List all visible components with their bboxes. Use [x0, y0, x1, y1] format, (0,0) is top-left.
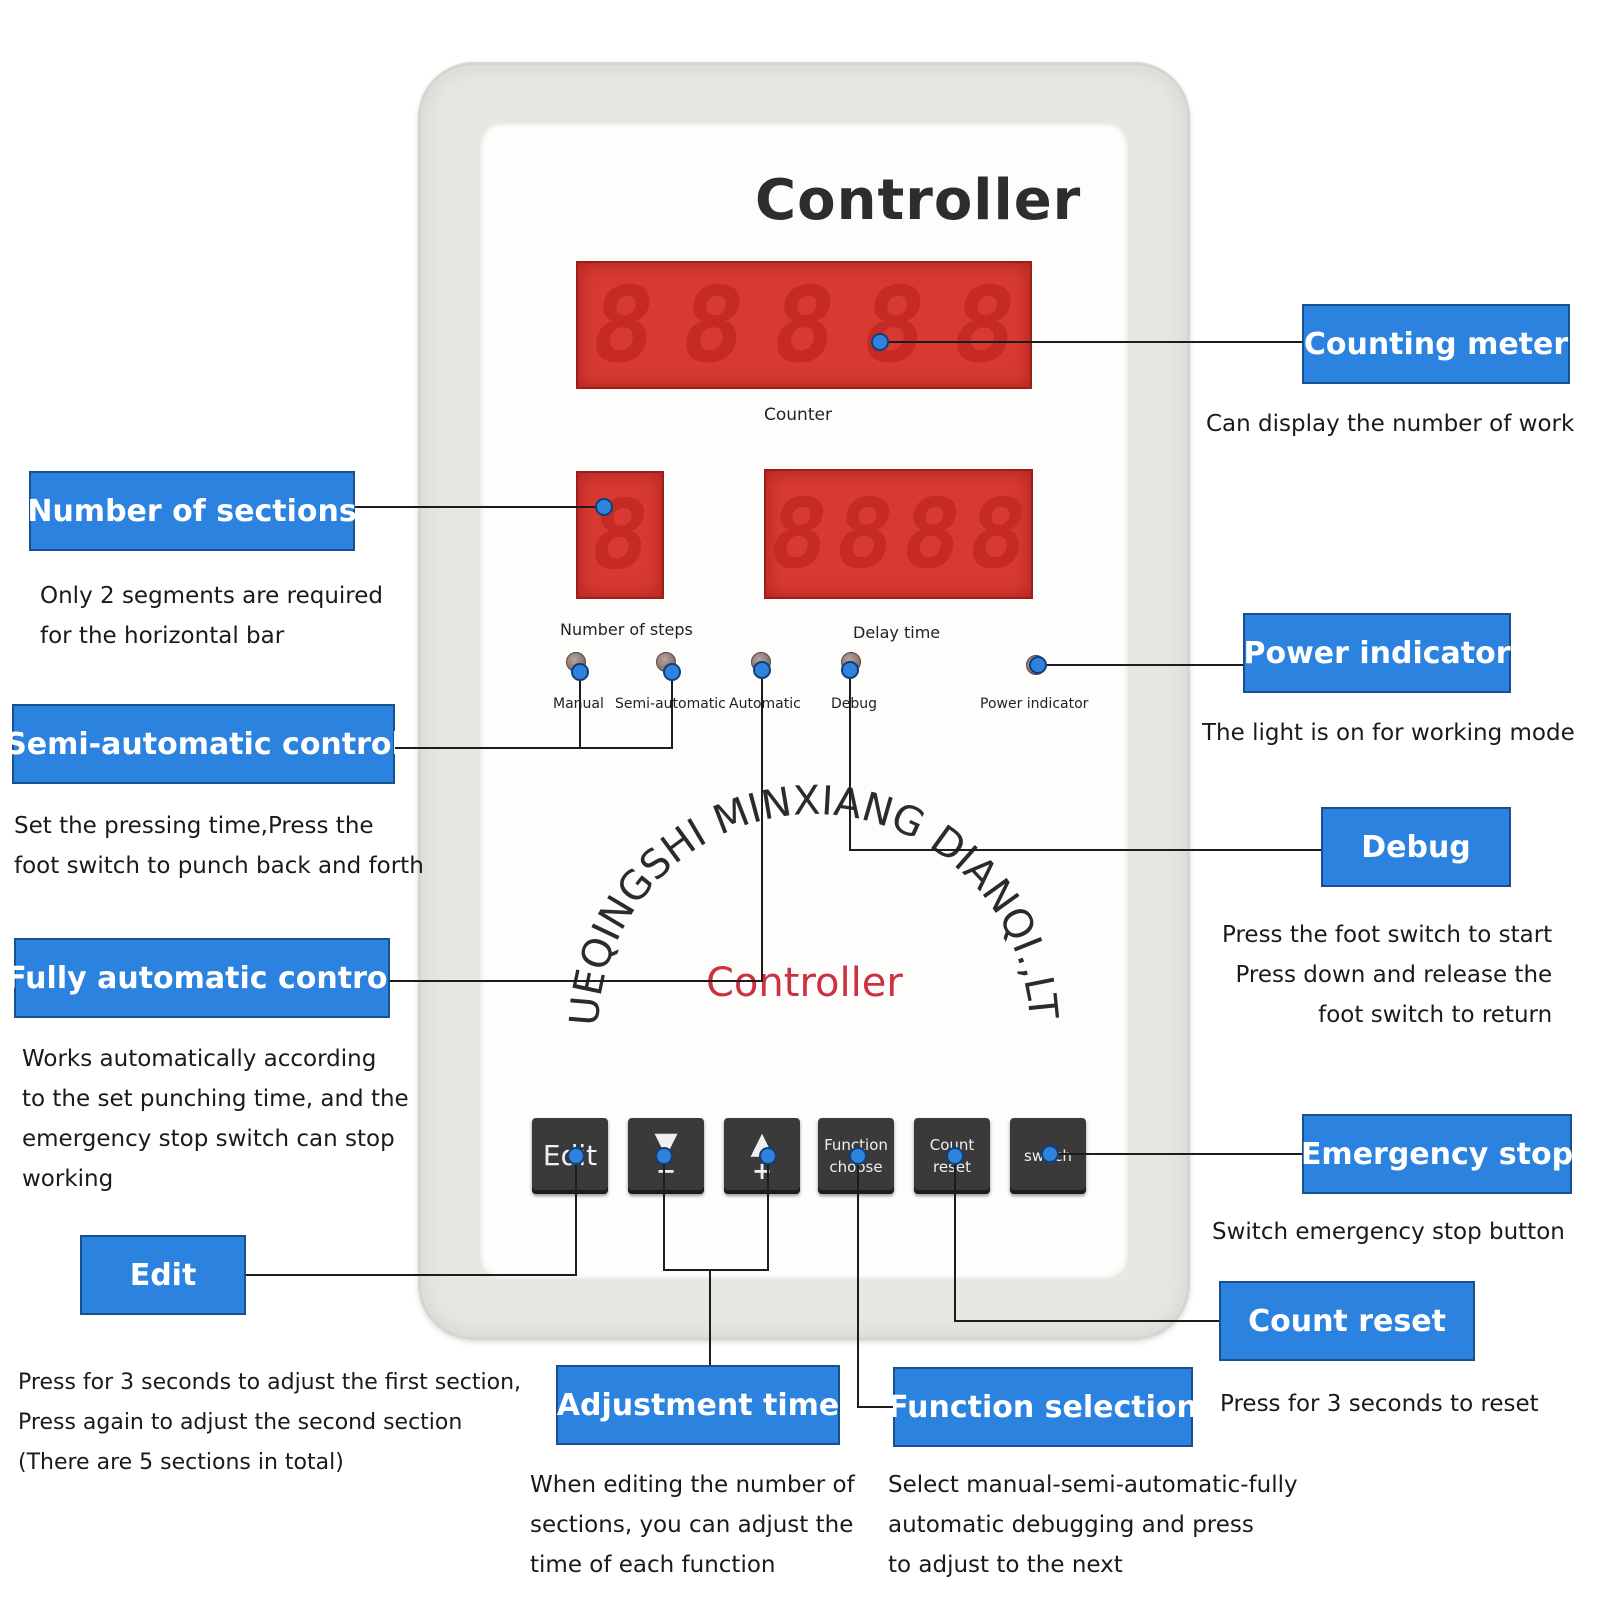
counter-digit: 8: [854, 264, 935, 386]
marker-power: [1029, 656, 1047, 674]
callout-debug: Debug: [1321, 807, 1511, 887]
desc-line: to the set punching time, and the: [22, 1086, 409, 1112]
power-indicator-label: Power indicator: [980, 696, 1089, 712]
steps-display: 8: [576, 471, 664, 599]
desc-fully-automatic: Works automatically according to the set…: [22, 1039, 409, 1199]
desc-line: Set the pressing time,Press the: [14, 813, 374, 839]
desc-number-of-sections: Only 2 segments are required for the hor…: [40, 576, 383, 656]
marker-down: [655, 1147, 673, 1165]
callout-counting-meter: Counting meter: [1302, 304, 1570, 384]
function-key-line1: Function: [824, 1135, 888, 1154]
steps-label: Number of steps: [560, 620, 693, 639]
manual-label: Manual: [553, 696, 604, 712]
desc-line: for the horizontal bar: [40, 623, 285, 649]
callout-debug-title: Debug: [1361, 829, 1471, 865]
desc-line: Only 2 segments are required: [40, 583, 383, 609]
callout-count-reset: Count reset: [1219, 1281, 1475, 1361]
desc-adjustment-time: When editing the number of sections, you…: [530, 1465, 855, 1585]
desc-line: Select manual-semi-automatic-fully: [888, 1472, 1298, 1498]
desc-line: Press for 3 seconds to reset: [1220, 1391, 1539, 1417]
callout-count-reset-title: Count reset: [1248, 1303, 1446, 1339]
desc-counting-meter: Can display the number of work: [1206, 404, 1574, 444]
desc-edit: Press for 3 seconds to adjust the first …: [18, 1363, 521, 1483]
desc-line: Press down and release the: [1235, 962, 1553, 988]
watermark-controller: Controller: [706, 960, 903, 1006]
desc-line: When editing the number of: [530, 1472, 855, 1498]
desc-line: (There are 5 sections in total): [18, 1450, 344, 1475]
counter-digit: 8: [673, 264, 754, 386]
desc-line: working: [22, 1166, 114, 1192]
delay-digit: 8: [764, 478, 836, 590]
callout-counting-meter-title: Counting meter: [1303, 326, 1569, 362]
device-title: Controller: [755, 168, 1082, 233]
desc-line: Press the foot switch to start: [1222, 922, 1553, 948]
marker-count-reset: [946, 1147, 964, 1165]
desc-emergency-stop: Switch emergency stop button: [1212, 1212, 1565, 1252]
counter-digit: 8: [764, 264, 844, 386]
desc-line: to adjust to the next: [888, 1552, 1123, 1578]
desc-line: Works automatically according: [22, 1046, 377, 1072]
callout-semi-automatic: Semi-automatic control: [5, 704, 402, 784]
desc-semi-automatic: Set the pressing time,Press the foot swi…: [14, 806, 424, 886]
desc-line: Can display the number of work: [1206, 411, 1575, 437]
desc-line: Press for 3 seconds to adjust the first …: [18, 1370, 522, 1395]
semi-automatic-label: Semi-automatic: [615, 696, 726, 712]
desc-line: automatic debugging and press: [888, 1512, 1254, 1538]
marker-number-of-sections: [595, 498, 613, 516]
desc-line: time of each function: [530, 1552, 776, 1578]
desc-line: emergency stop switch can stop: [22, 1126, 395, 1152]
desc-line: Press again to adjust the second section: [18, 1410, 463, 1435]
counter-digit: 8: [944, 264, 1025, 386]
marker-up: [759, 1147, 777, 1165]
delay-digit: 8: [828, 478, 903, 590]
callout-number-of-sections: Number of sections: [27, 471, 357, 551]
callout-number-of-sections-title: Number of sections: [27, 493, 357, 529]
delay-digit: 8: [961, 478, 1033, 590]
desc-line: Switch emergency stop button: [1212, 1219, 1565, 1245]
desc-line: The light is on for working mode: [1202, 720, 1575, 746]
counter-display: 8 8 8 8 8: [576, 261, 1032, 389]
callout-power-indicator-title: Power indicator: [1243, 635, 1511, 671]
delay-digit: 8: [894, 478, 969, 590]
automatic-label: Automatic: [729, 696, 801, 712]
callout-adjustment-time: Adjustment time: [556, 1365, 840, 1445]
desc-line: sections, you can adjust the: [530, 1512, 854, 1538]
desc-line: foot switch to return: [1318, 1002, 1553, 1028]
marker-semi-automatic: [663, 663, 681, 681]
callout-function-selection: Function selection: [888, 1367, 1198, 1447]
marker-debug: [841, 661, 859, 679]
callout-power-indicator: Power indicator: [1243, 613, 1511, 693]
callout-emergency-stop-title: Emergency stop: [1300, 1136, 1574, 1172]
marker-manual: [571, 663, 589, 681]
desc-count-reset: Press for 3 seconds to reset: [1220, 1384, 1539, 1424]
desc-line: foot switch to punch back and forth: [14, 853, 424, 879]
callout-fully-automatic: Fully automatic control: [6, 938, 398, 1018]
callout-emergency-stop: Emergency stop: [1300, 1114, 1574, 1194]
debug-label: Debug: [831, 696, 878, 712]
marker-counting-meter: [871, 333, 889, 351]
marker-automatic: [753, 661, 771, 679]
count-key-line1: Count: [929, 1135, 975, 1154]
steps-digit: 8: [583, 479, 657, 591]
callout-edit: Edit: [80, 1235, 246, 1315]
desc-function-selection: Select manual-semi-automatic-fully autom…: [888, 1465, 1298, 1585]
delay-label: Delay time: [853, 623, 941, 642]
marker-function: [849, 1147, 867, 1165]
marker-switch: [1041, 1145, 1059, 1163]
callout-edit-title: Edit: [129, 1257, 197, 1293]
callout-semi-automatic-title: Semi-automatic control: [5, 726, 402, 762]
callout-function-selection-title: Function selection: [888, 1389, 1198, 1425]
delay-display: 8 8 8 8: [764, 469, 1033, 599]
desc-power-indicator: The light is on for working mode: [1202, 713, 1575, 753]
marker-edit: [567, 1147, 585, 1165]
callout-fully-automatic-title: Fully automatic control: [6, 960, 398, 996]
counter-label: Counter: [764, 405, 832, 425]
callout-adjustment-time-title: Adjustment time: [556, 1387, 840, 1423]
counter-digit: 8: [583, 264, 664, 386]
desc-debug: Press the foot switch to start Press dow…: [1222, 915, 1552, 1035]
